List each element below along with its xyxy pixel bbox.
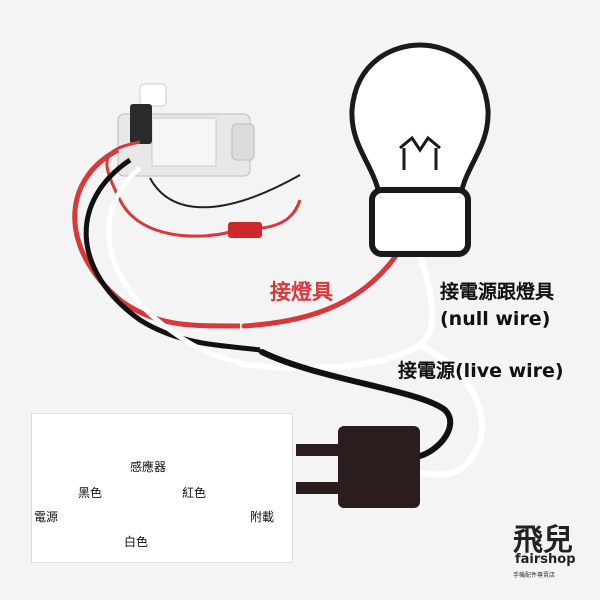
diagram-black-label: 黑色 — [78, 486, 103, 500]
bulb-icon — [349, 42, 491, 257]
sensor-module — [117, 83, 255, 177]
diagram-power-label: 電源 — [34, 510, 59, 524]
plug-icon — [296, 426, 420, 508]
brand-logo: 飛兒 fairshop 手機配件專賣店 — [503, 515, 593, 585]
brand-logo-mark: 飛兒 — [513, 523, 573, 558]
wiring-diagram-panel: 感應器 黑色 紅色 電源 附載 白色 — [31, 413, 293, 563]
brand-name: fairshop — [515, 552, 576, 567]
brand-subtitle: 手機配件專賣店 — [513, 572, 556, 579]
diagram-white-label: 白色 — [124, 535, 149, 549]
diagram-sensor-label: 感應器 — [130, 460, 167, 474]
photo-sensor-icon — [130, 83, 167, 144]
diagram-red-label: 紅色 — [182, 486, 207, 500]
wire-connector — [228, 222, 262, 238]
diagram-load-label: 附載 — [250, 510, 275, 524]
label-lamp: 接燈具 — [270, 280, 333, 304]
label-null-wire-english: (null wire) — [440, 308, 551, 330]
label-live-wire: 接電源(live wire) — [398, 360, 564, 382]
label-null-wire: 接電源跟燈具 — [440, 281, 555, 303]
